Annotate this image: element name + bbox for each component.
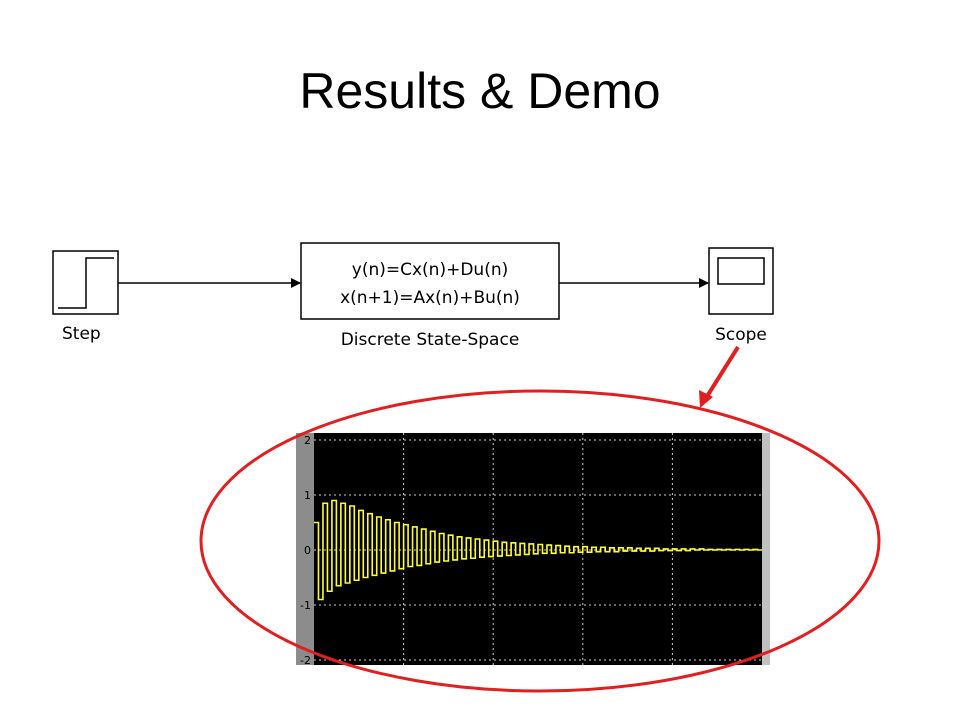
- scope-y-ticks: 2 1 0 -1 -2: [300, 434, 311, 667]
- step-icon: [58, 257, 114, 309]
- discrete-state-space-block[interactable]: y(n)=Cx(n)+Du(n) x(n+1)=Ax(n)+Bu(n): [300, 242, 560, 320]
- state-space-label: Discrete State-Space: [341, 330, 520, 350]
- state-equation: x(n+1)=Ax(n)+Bu(n): [340, 288, 520, 308]
- highlight-ellipse: [199, 389, 881, 693]
- scope-label: Scope: [715, 325, 767, 345]
- highlight-arrow: [704, 345, 740, 400]
- step-block[interactable]: [52, 250, 119, 315]
- y-tick-label: -2: [300, 654, 311, 667]
- scope-screen-icon: [717, 257, 765, 285]
- y-tick-label: 2: [304, 434, 311, 447]
- scope-axis-strip: [296, 433, 314, 665]
- scope-right-border: [762, 433, 770, 665]
- highlight-arrow-head: [699, 390, 713, 408]
- y-tick-label: 0: [304, 544, 311, 557]
- y-tick-label: -1: [300, 599, 311, 612]
- output-equation: y(n)=Cx(n)+Du(n): [352, 260, 508, 280]
- slide-title: Results & Demo: [299, 63, 661, 119]
- scope-plot: 2 1 0 -1 -2: [296, 433, 770, 667]
- step-label: Step: [62, 324, 101, 344]
- scope-block[interactable]: [708, 247, 774, 315]
- y-tick-label: 1: [304, 489, 311, 502]
- scope-signal-line: [314, 499, 762, 601]
